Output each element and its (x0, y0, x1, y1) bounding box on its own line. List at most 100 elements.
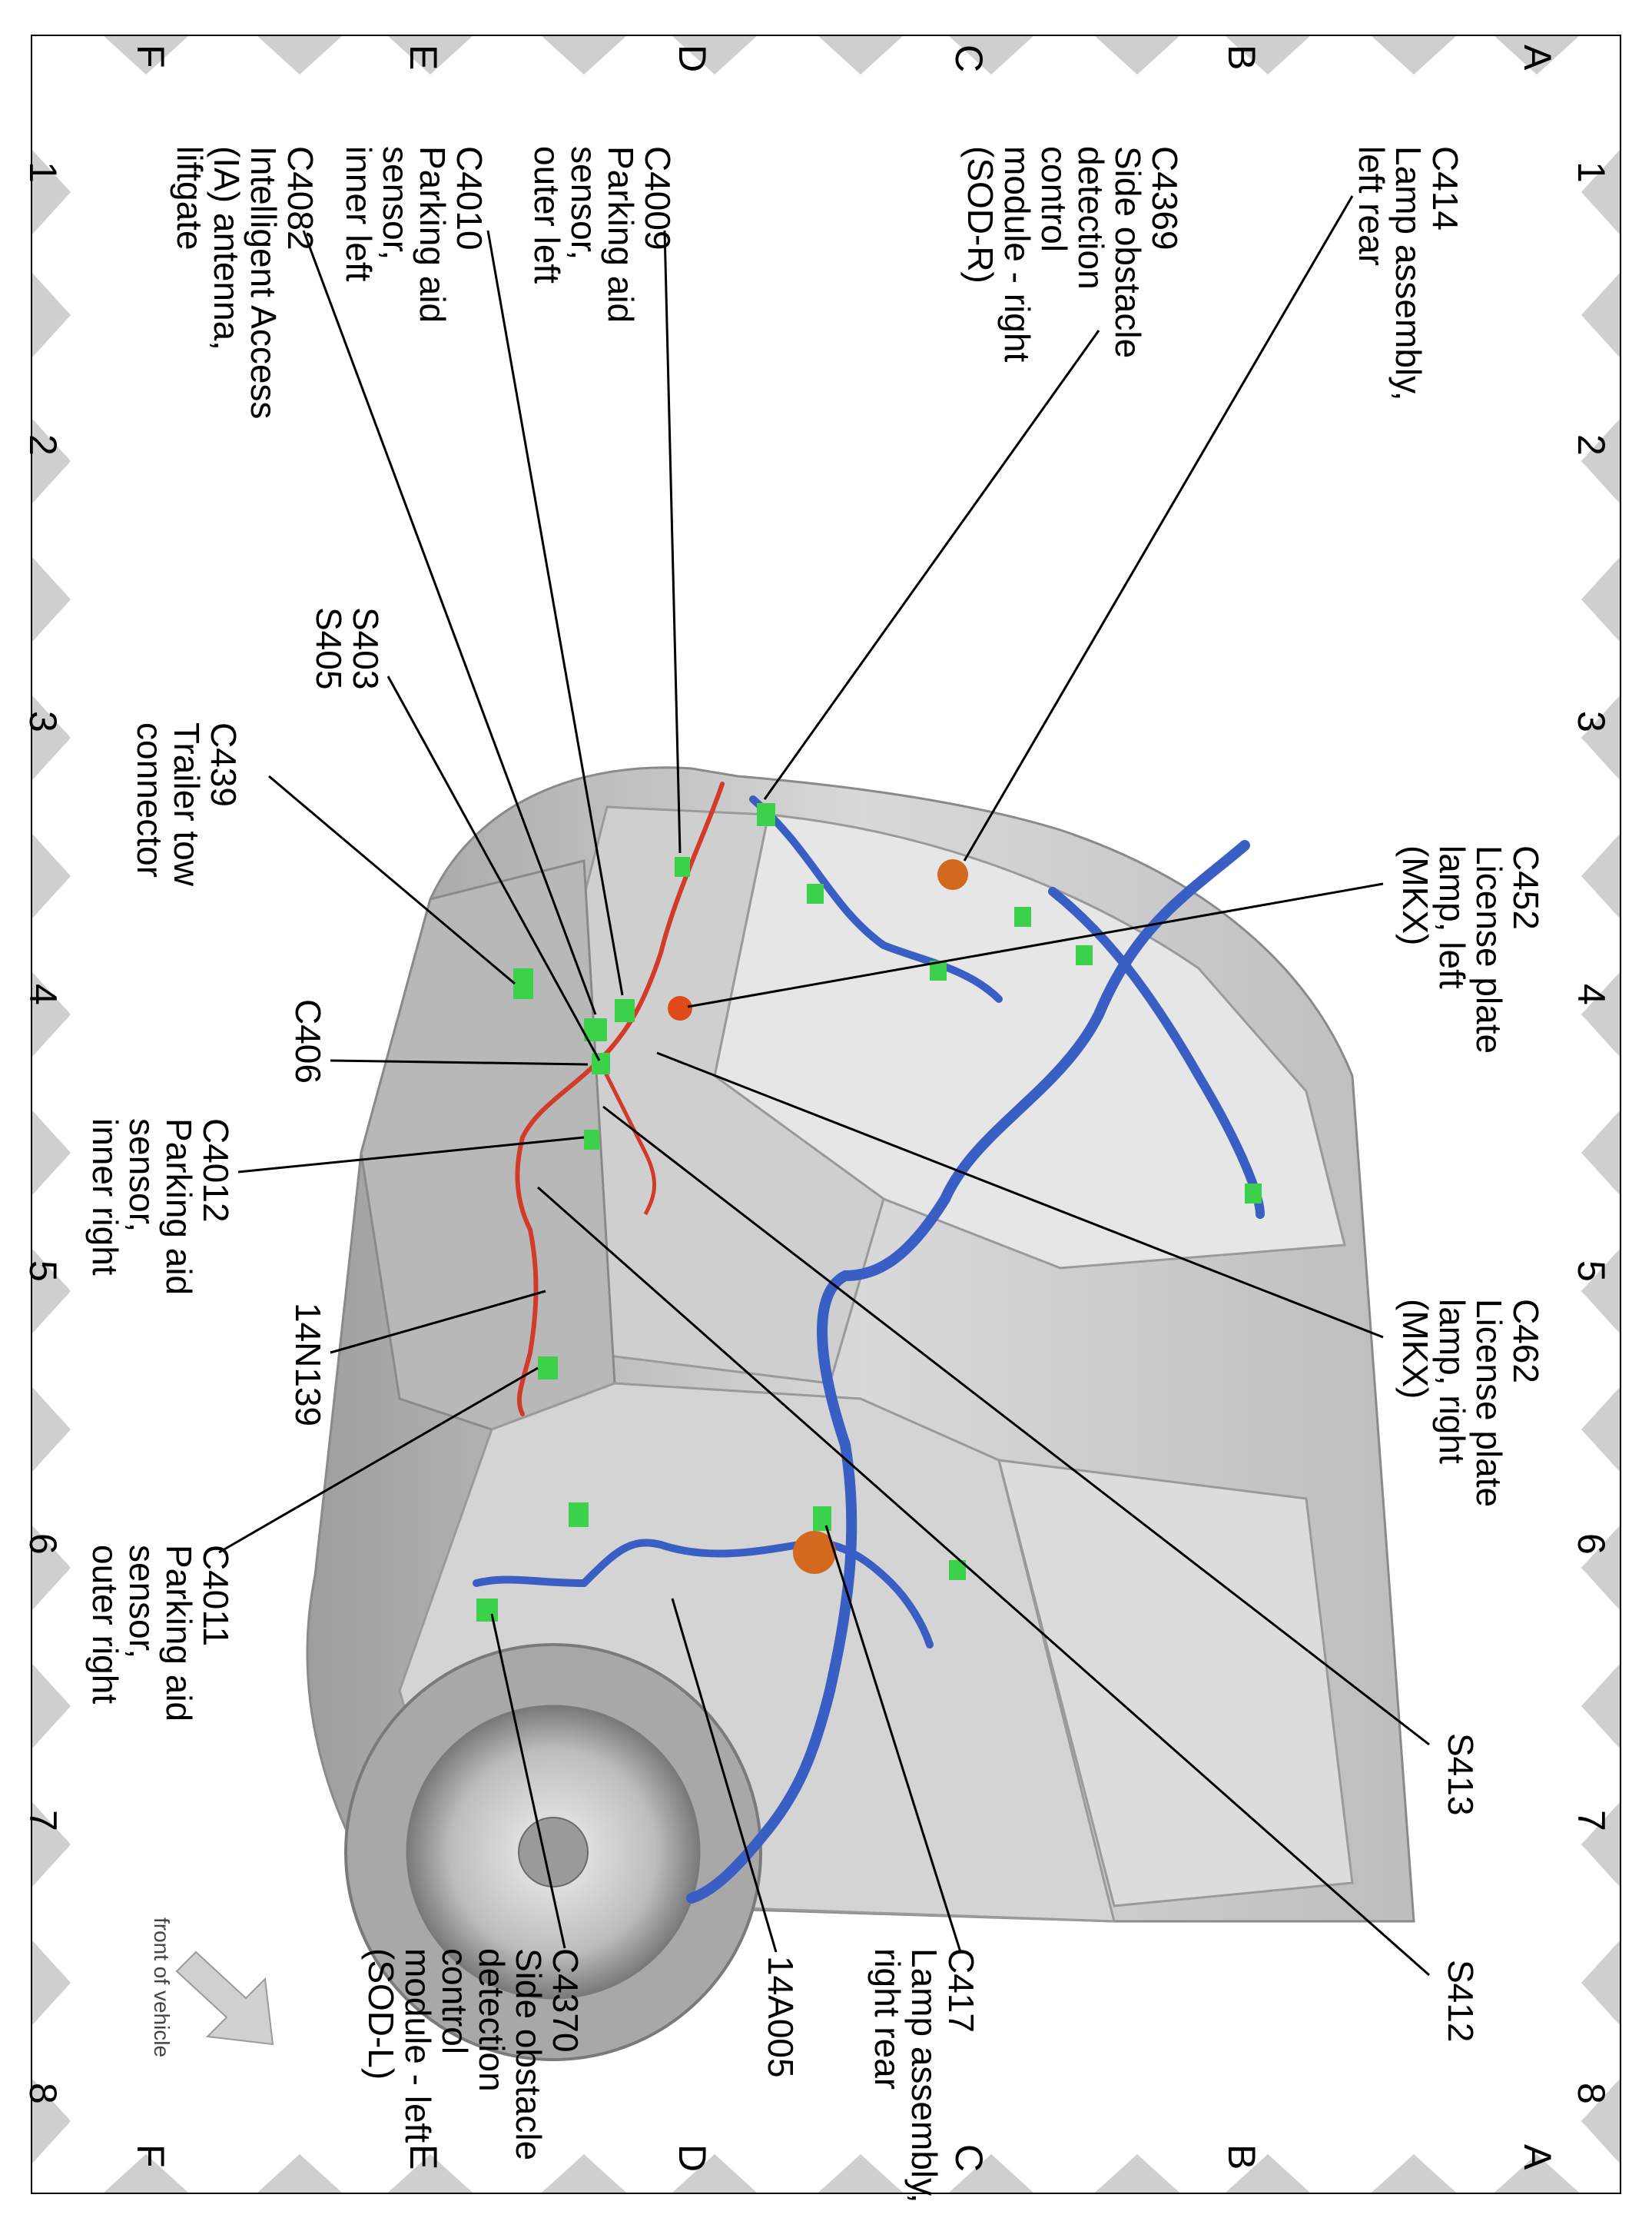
border-marker-right (1581, 419, 1620, 503)
label-s403-s405: S403 S405 (309, 607, 386, 690)
leader-c452 (687, 882, 1384, 1008)
leader-c462 (656, 1051, 1384, 1339)
label-c439: C439 Trailer tow connector (130, 722, 244, 886)
leader-c417 (824, 1525, 962, 1953)
leader-14a005 (671, 1598, 778, 1953)
connector-upper-5 (1014, 907, 1031, 927)
leader-s403 (386, 676, 601, 1061)
border-marker-right (1581, 1664, 1620, 1748)
connector-c4010 (615, 999, 635, 1022)
leader-c4009 (663, 230, 682, 854)
leader-14n139 (330, 1290, 546, 1354)
rear-bumper (360, 859, 616, 1431)
border-marker-left (32, 150, 71, 234)
label-c4369: C4369 Side obstacle detection control mo… (960, 146, 1185, 363)
border-marker-left (32, 1526, 71, 1610)
harness-quarter (580, 1539, 934, 1648)
border-marker-right (1581, 696, 1620, 780)
connector-c4011 (538, 1356, 558, 1379)
border-marker-left (32, 1941, 71, 2025)
border-marker-right (1581, 150, 1620, 234)
border-marker-bottom (1494, 2154, 1579, 2193)
border-marker-bottom (542, 2154, 626, 2193)
border-marker-right (1581, 834, 1620, 918)
border-marker-left (32, 419, 71, 503)
harness-14a005 (686, 840, 1250, 1904)
border-marker-right (1581, 1941, 1620, 2025)
label-front-of-vehicle: front of vehicle (150, 1917, 174, 2058)
label-c4011: C4011 Parking aid sensor, outer right (85, 1545, 236, 1722)
border-marker-top (1494, 36, 1579, 75)
leader-c406 (330, 1059, 589, 1066)
connector-c4369 (757, 803, 775, 826)
label-c452: C452 License plate lamp, left (MKX) (1395, 845, 1546, 1054)
border-marker-bottom (1095, 2154, 1179, 2193)
border-marker-left (32, 557, 71, 642)
border-marker-left (32, 1802, 71, 1887)
leader-lines (218, 195, 1430, 1977)
border-marker-bottom (1226, 2154, 1310, 2193)
harness-quarter-2 (473, 1575, 588, 1587)
liftgate-glass (713, 813, 1346, 1270)
label-c4009: C4009 Parking aid sensor, outer left (527, 146, 678, 324)
border-marker-left (32, 972, 71, 1057)
label-c414: C414 Lamp assembly, left rear (1352, 146, 1465, 401)
leader-c4010 (486, 230, 624, 996)
border-marker-left (32, 273, 71, 357)
connector-c452 (668, 996, 692, 1021)
label-c462: C462 License plate lamp, right (MKX) (1395, 1299, 1546, 1508)
border-marker-right (1581, 1111, 1620, 1195)
border-marker-top (949, 36, 1033, 75)
connector-c417-plug (813, 1506, 831, 1531)
label-c4370: C4370 Side obstacle detection control mo… (361, 1948, 585, 2161)
border-marker-top (542, 36, 626, 75)
label-s412: S412 (1441, 1960, 1481, 2043)
border-marker-bottom (257, 2154, 342, 2193)
border-marker-bottom (672, 2154, 757, 2193)
front-arrow-icon (175, 1950, 274, 2046)
border-marker-left (32, 1664, 71, 1748)
border-marker-right (1581, 1387, 1620, 1472)
border-marker-top (1226, 36, 1310, 75)
door-frame (997, 1459, 1354, 1907)
leader-c4082 (302, 230, 597, 1015)
border-marker-right (1581, 2079, 1620, 2163)
connector-upper-1 (1245, 1184, 1262, 1203)
label-c417: C417 Lamp assembly, right rear (867, 1948, 981, 2203)
label-c4012: C4012 Parking aid sensor, inner right (85, 1118, 236, 1296)
border-marker-right (1581, 972, 1620, 1057)
label-c406: C406 (288, 999, 328, 1084)
leader-c439 (268, 775, 516, 985)
border-marker-left (32, 1111, 71, 1195)
label-s413: S413 (1441, 1733, 1481, 1816)
border-marker-top (1372, 36, 1456, 75)
border-marker-right (1581, 273, 1620, 357)
connector-c4370 (476, 1599, 498, 1622)
leader-c4369 (763, 330, 1100, 800)
border-marker-left (32, 696, 71, 780)
connector-c414 (937, 859, 968, 890)
connector-quarter-2 (949, 1560, 966, 1580)
leader-c4370 (490, 1613, 566, 1949)
border-marker-bottom (388, 2154, 473, 2193)
border-marker-right (1581, 1802, 1620, 1887)
leader-c4012 (237, 1136, 585, 1174)
connector-c4009 (675, 857, 690, 877)
label-c4082: C4082 Intelligent Access (IA) antenna, l… (170, 146, 320, 420)
connector-upper-4 (807, 884, 824, 904)
label-c4010: C4010 Parking aid sensor, inner left (339, 146, 489, 324)
border-marker-right (1581, 557, 1620, 642)
label-14n139: 14N139 (288, 1303, 328, 1427)
border-marker-top (388, 36, 473, 75)
border-marker-top (104, 36, 188, 75)
connector-quarter-1 (569, 1502, 589, 1527)
connector-upper-2 (1076, 945, 1093, 965)
border-marker-top (672, 36, 757, 75)
label-14a005: 14A005 (761, 1956, 801, 2078)
border-marker-left (32, 1249, 71, 1333)
border-marker-right (1581, 1249, 1620, 1333)
harness-branch-lower (749, 795, 1003, 1003)
border-marker-bottom (1372, 2154, 1456, 2193)
connector-upper-3 (930, 961, 947, 981)
